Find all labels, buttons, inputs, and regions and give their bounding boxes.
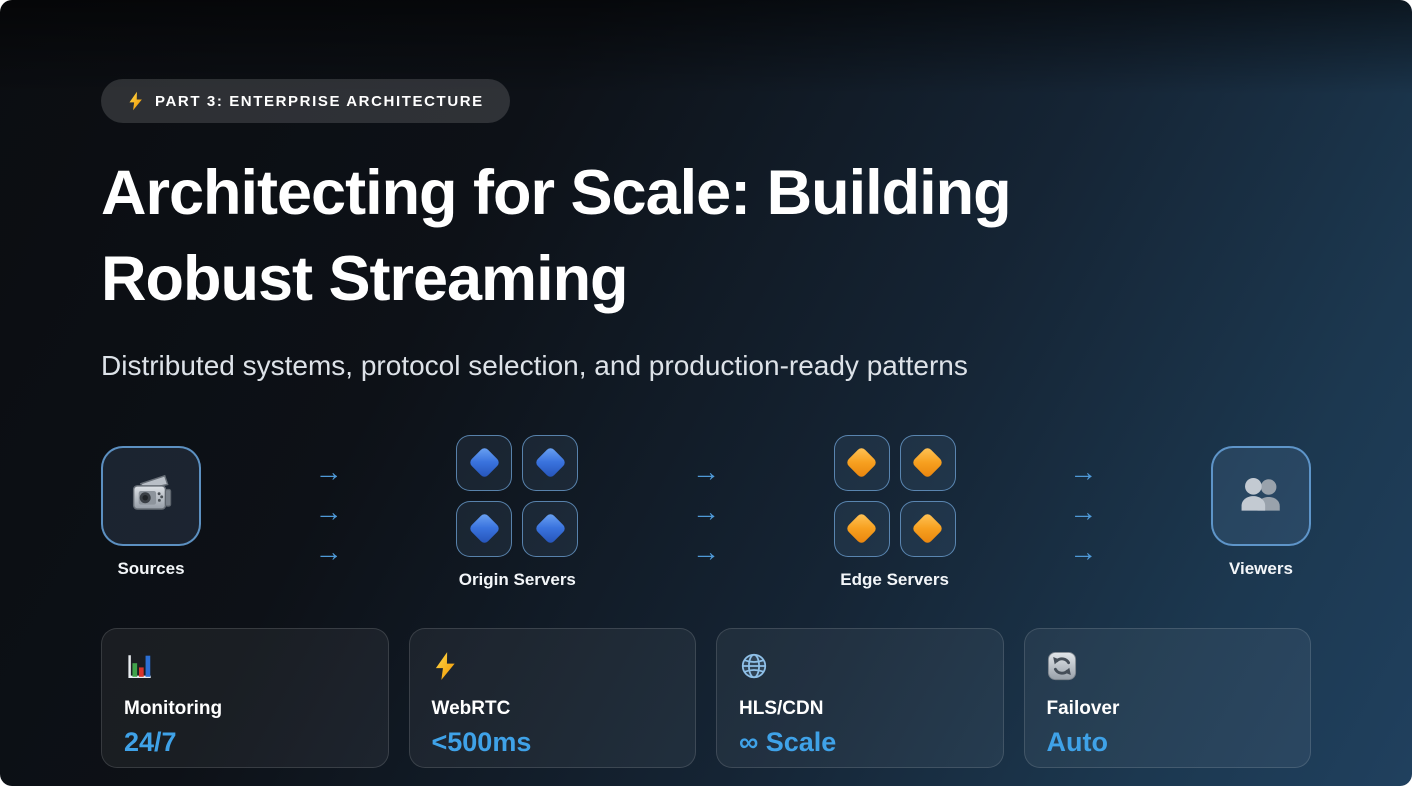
stat-card-hls-cdn: HLS/CDN ∞ Scale [716,628,1004,769]
page-title: Architecting for Scale: Building Robust … [101,158,1012,314]
origin-server-node [522,434,579,491]
arrow-right-icon: → [314,496,343,528]
arrow-right-icon: → [1069,496,1098,528]
bar-chart-icon [128,655,151,679]
orange-diamond-icon [911,512,944,546]
page-subtitle: Distributed systems, protocol selection,… [101,350,968,382]
blue-diamond-icon [534,512,567,546]
sources-box [101,445,201,546]
stat-card-failover: Failover Auto [1023,628,1311,769]
streaming-pipeline: Sources → → → Origin Servers → → → [101,432,1311,592]
origin-server-node [456,434,513,491]
refresh-icon [1047,652,1076,681]
edge-server-node [899,434,956,491]
stat-card-monitoring: Monitoring 24/7 [101,628,389,769]
lightning-icon [129,91,142,111]
stat-value: Auto [1046,727,1108,758]
globe-icon [741,654,767,679]
flow-arrows-2: → → → [692,452,720,572]
orange-diamond-icon [845,512,878,546]
arrow-right-icon: → [314,536,343,568]
orange-diamond-icon [845,446,878,480]
stage-viewers: Viewers [1210,445,1311,579]
stage-label: Viewers [1228,558,1293,578]
stat-label: Failover [1046,698,1120,720]
lightning-icon [435,652,455,681]
arrow-right-icon: → [1069,536,1098,568]
stage-edge-servers: Edge Servers [833,434,956,590]
blue-diamond-icon [534,446,567,480]
stat-value: ∞ Scale [739,727,837,758]
stage-origin-servers: Origin Servers [456,434,579,590]
part-badge: PART 3: ENTERPRISE ARCHITECTURE [101,79,510,123]
stats-row: Monitoring 24/7 WebRTC <500ms [101,628,1311,769]
stat-value: 24/7 [124,727,177,758]
arrow-right-icon: → [691,496,720,528]
blue-diamond-icon [468,446,501,480]
edge-server-node [833,500,890,557]
edge-server-node [899,500,956,557]
viewers-box [1210,445,1311,546]
stat-card-webrtc: WebRTC <500ms [408,628,696,769]
stat-label: WebRTC [431,698,511,720]
orange-diamond-icon [911,446,944,480]
flow-arrows-1: → → → [315,452,343,572]
edge-server-grid [833,434,956,557]
stage-label: Origin Servers [458,569,576,589]
stage-label: Sources [117,558,185,578]
edge-server-node [833,434,890,491]
origin-server-node [522,500,579,557]
blue-diamond-icon [468,512,501,546]
video-camera-icon [132,474,172,510]
arrow-right-icon: → [691,536,720,568]
origin-server-grid [456,434,579,557]
origin-server-node [456,500,513,557]
badge-label: PART 3: ENTERPRISE ARCHITECTURE [155,92,484,110]
stat-label: Monitoring [124,698,223,720]
stage-sources: Sources [101,445,201,579]
arrow-right-icon: → [691,456,720,488]
arrow-right-icon: → [314,456,343,488]
stage-label: Edge Servers [840,569,949,589]
stat-value: <500ms [431,727,532,758]
arrow-right-icon: → [1069,456,1098,488]
stat-label: HLS/CDN [739,698,824,720]
people-icon [1241,477,1280,511]
flow-arrows-3: → → → [1069,452,1097,572]
